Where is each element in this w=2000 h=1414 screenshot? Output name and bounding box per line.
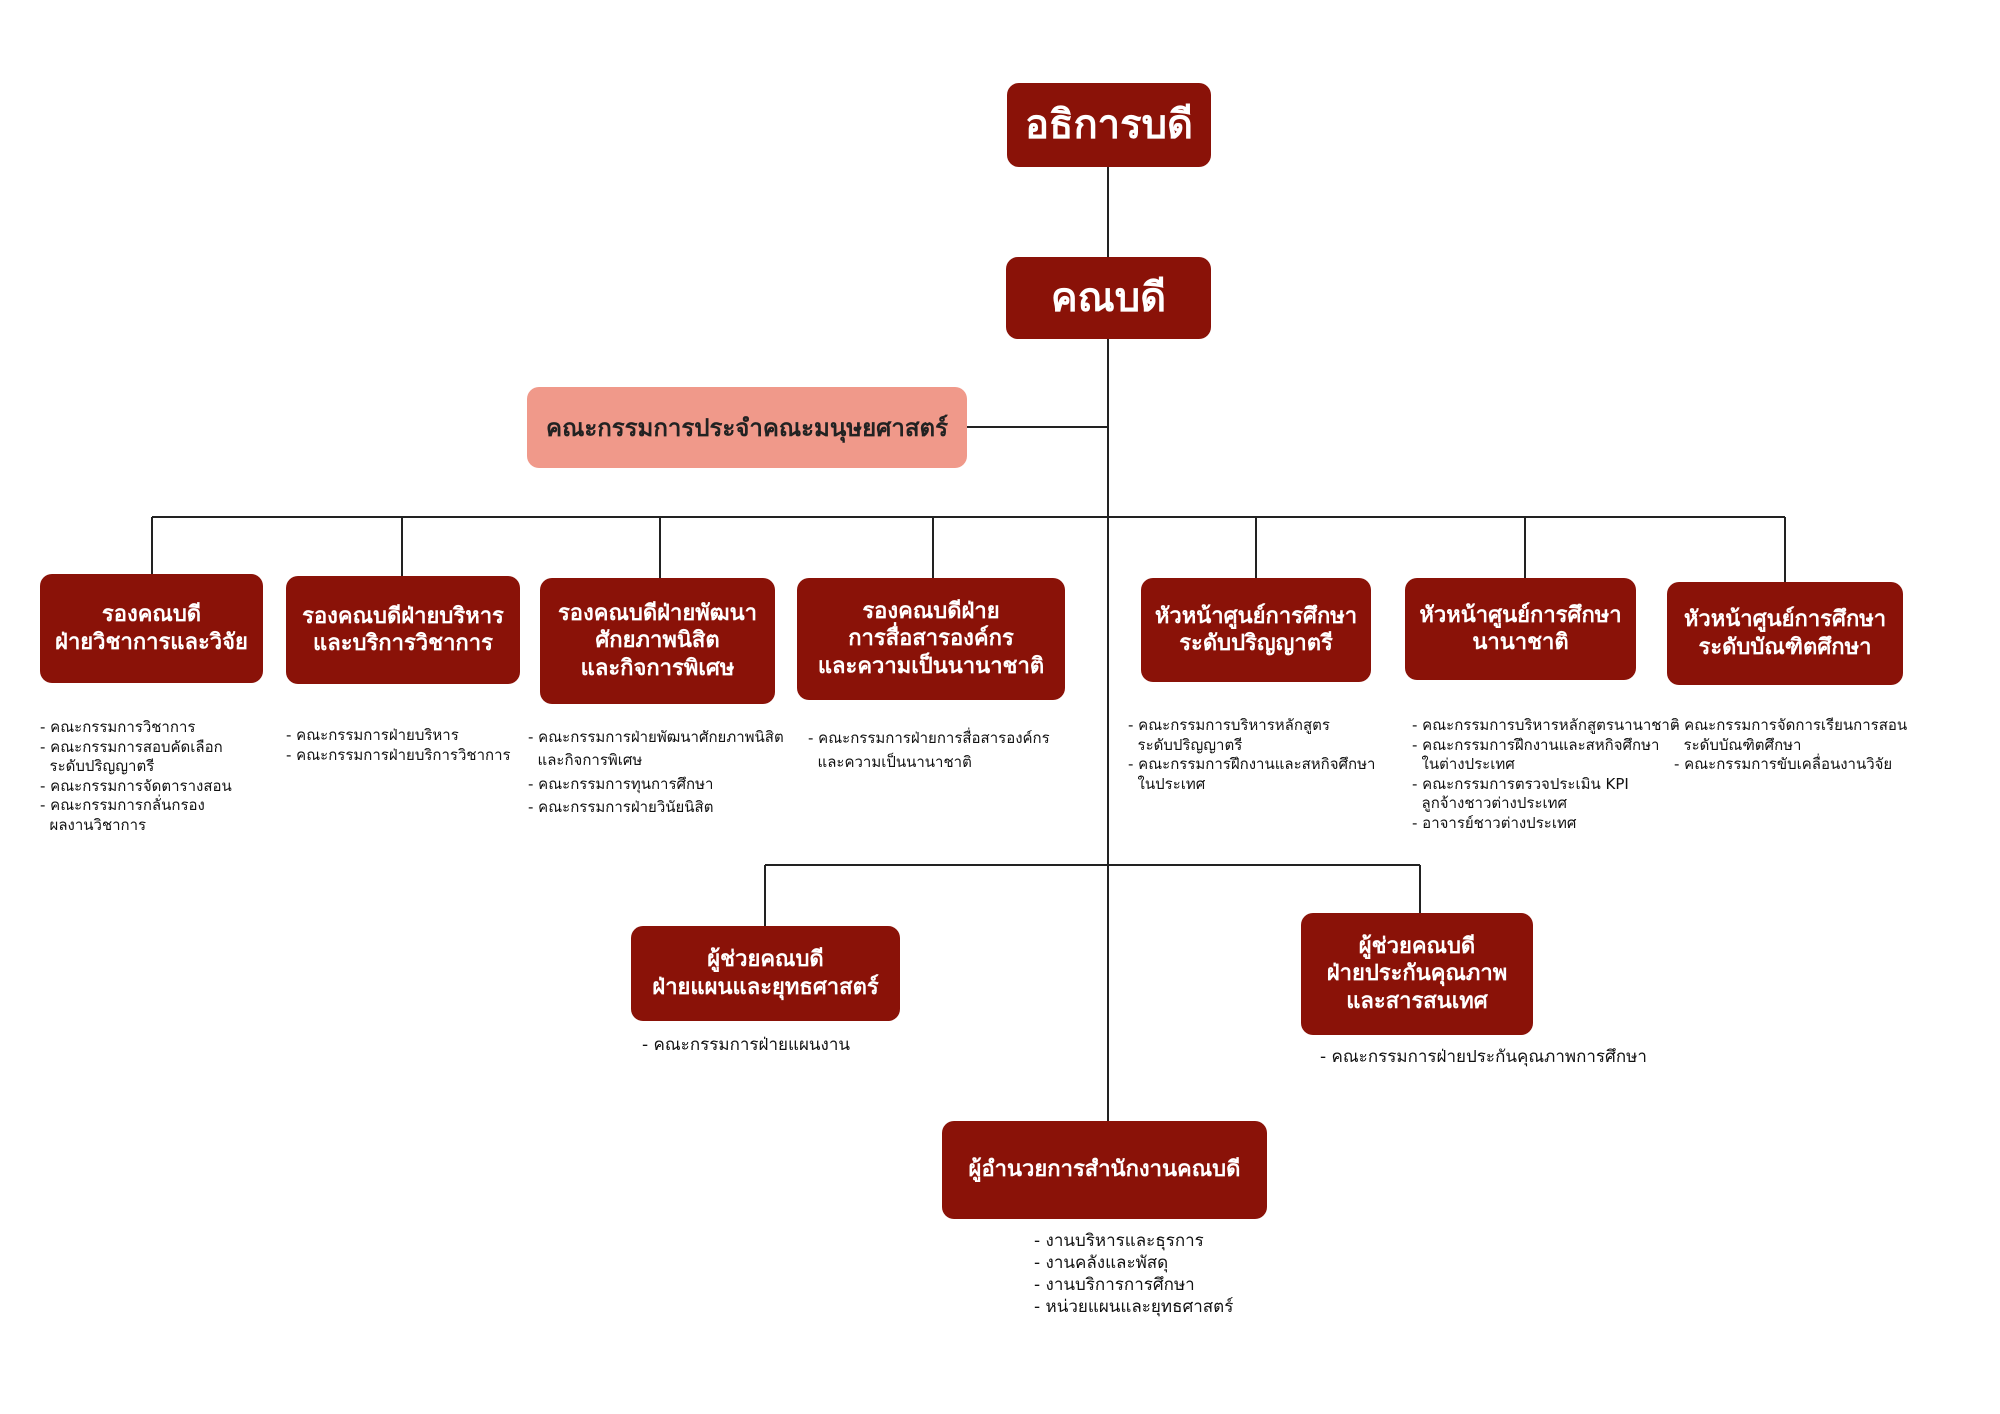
committee-item: ในต่างประเทศ bbox=[1412, 755, 1515, 773]
office-director-label: ผู้อำนวยการสำนักงานคณบดี bbox=[968, 1157, 1241, 1183]
assistant-title-line: และสารสนเทศ bbox=[1346, 988, 1488, 1014]
committee-item: - คณะกรรมการวิชาการ bbox=[40, 718, 196, 736]
committee-item: ในประเทศ bbox=[1128, 774, 1206, 793]
unit-title-line: หัวหน้าศูนย์การศึกษา bbox=[1683, 607, 1887, 632]
committee-item: - อาจารย์ชาวต่างประเทศ bbox=[1412, 813, 1577, 832]
dean-label: คณบดี bbox=[1050, 275, 1167, 321]
unit-undergraduate-center-committees: - คณะกรรมการบริหารหลักสูตร ระดับปริญญาตร… bbox=[1128, 716, 1375, 794]
assistant-title-line: ฝ่ายแผนและยุทธศาสตร์ bbox=[652, 974, 879, 1000]
committee-item: - คณะกรรมการทุนการศึกษา bbox=[528, 774, 714, 793]
dean-box[interactable]: คณบดี bbox=[1006, 257, 1211, 339]
office-unit-item: - งานบริหารและธุรการ bbox=[1034, 1231, 1204, 1251]
unit-title-line: รองคณบดีฝ่ายพัฒนา bbox=[557, 600, 758, 626]
unit-title-line: รองคณบดีฝ่าย bbox=[862, 598, 1000, 624]
unit-communication-international-committees: - คณะกรรมการฝ่ายการสื่อสารองค์กร และความ… bbox=[808, 726, 1050, 774]
faculty-board-label: คณะกรรมการประจำคณะมนุษยศาสตร์ bbox=[546, 413, 948, 442]
assistant-title-line: ฝ่ายประกันคุณภาพ bbox=[1326, 961, 1508, 987]
unit-title-line: ฝ่ายวิชาการและวิจัย bbox=[55, 629, 248, 655]
committee-item: ระดับปริญญาตรี bbox=[1128, 735, 1243, 754]
committee-item: และความเป็นนานาชาติ bbox=[808, 753, 972, 771]
office-unit-item: - งานคลังและพัสดุ bbox=[1034, 1253, 1169, 1274]
unit-title-line: การสื่อสารองค์กร bbox=[848, 626, 1014, 652]
office-unit-item: - งานบริการการศึกษา bbox=[1034, 1275, 1195, 1296]
committee-item: - คณะกรรมการฝ่ายการสื่อสารองค์กร bbox=[808, 729, 1050, 747]
unit-communication-international[interactable]: รองคณบดีฝ่าย การสื่อสารองค์กร และความเป็… bbox=[797, 578, 1065, 700]
unit-title-line: และกิจการพิเศษ bbox=[580, 655, 735, 681]
unit-graduate-center-committees: - คณะกรรมการจัดการเรียนการสอน ระดับบัณฑิ… bbox=[1674, 716, 1907, 775]
unit-title-line: หัวหน้าศูนย์การศึกษา bbox=[1154, 603, 1358, 629]
unit-title-line: รองคณบดี bbox=[101, 602, 202, 627]
unit-student-development-committees: - คณะกรรมการฝ่ายพัฒนาศักยภาพนิสิต และกิจ… bbox=[528, 726, 784, 819]
assistant-planning-strategy-committees: - คณะกรรมการฝ่ายแผนงาน bbox=[642, 1034, 850, 1056]
committee-item: - คณะกรรมการฝ่ายบริการวิชาการ bbox=[286, 745, 511, 764]
unit-graduate-center[interactable]: หัวหน้าศูนย์การศึกษา ระดับบัณฑิตศึกษา bbox=[1667, 582, 1903, 685]
committee-item: - คณะกรรมการจัดตารางสอน bbox=[40, 776, 232, 795]
committee-item: และกิจการพิเศษ bbox=[528, 751, 643, 770]
unit-title-line: และความเป็นนานาชาติ bbox=[817, 653, 1045, 679]
unit-title-line: นานาชาติ bbox=[1472, 630, 1569, 655]
committee-item: - คณะกรรมการสอบคัดเลือก bbox=[40, 737, 223, 756]
office-director-units: - งานบริหารและธุรการ - งานคลังและพัสดุ -… bbox=[1034, 1230, 1233, 1318]
committee-item: - คณะกรรมการฝ่ายพัฒนาศักยภาพนิสิต bbox=[528, 728, 784, 746]
committee-item: - คณะกรรมการฝ่ายประกันคุณภาพการศึกษา bbox=[1320, 1047, 1647, 1067]
unit-title-line: และบริการวิชาการ bbox=[313, 631, 493, 656]
committee-item: - คณะกรรมการฝ่ายบริหาร bbox=[286, 726, 459, 744]
committee-item: - คณะกรรมการบริหารหลักสูตรนานาชาติ bbox=[1412, 716, 1680, 734]
assistant-title-line: ผู้ช่วยคณบดี bbox=[707, 947, 824, 972]
committee-item: - คณะกรรมการฝึกงานและสหกิจศึกษา bbox=[1128, 755, 1376, 773]
committee-item: ผลงานวิชาการ bbox=[40, 815, 147, 834]
committee-item: - คณะกรรมการกลั่นกรอง bbox=[40, 796, 205, 814]
committee-item: - คณะกรรมการฝึกงานและสหกิจศึกษา bbox=[1412, 735, 1660, 754]
unit-title-line: ระดับบัณฑิตศึกษา bbox=[1698, 634, 1872, 660]
unit-academic-research[interactable]: รองคณบดี ฝ่ายวิชาการและวิจัย bbox=[40, 574, 263, 683]
committee-item: - คณะกรรมการบริหารหลักสูตร bbox=[1128, 716, 1330, 734]
assistant-quality-information[interactable]: ผู้ช่วยคณบดี ฝ่ายประกันคุณภาพ และสารสนเท… bbox=[1301, 913, 1533, 1035]
office-director-box[interactable]: ผู้อำนวยการสำนักงานคณบดี bbox=[942, 1121, 1267, 1219]
committee-item: ระดับบัณฑิตศึกษา bbox=[1674, 735, 1802, 754]
assistant-title-line: ผู้ช่วยคณบดี bbox=[1358, 933, 1476, 959]
committee-item: - คณะกรรมการจัดการเรียนการสอน bbox=[1674, 716, 1908, 734]
unit-international-center-committees: - คณะกรรมการบริหารหลักสูตรนานาชาติ - คณะ… bbox=[1412, 716, 1680, 833]
committee-item: ลูกจ้างชาวต่างประเทศ bbox=[1412, 794, 1568, 812]
committee-item: ระดับปริญญาตรี bbox=[40, 757, 155, 775]
unit-title-line: หัวหน้าศูนย์การศึกษา bbox=[1419, 602, 1622, 628]
president-label: อธิการบดี bbox=[1025, 102, 1193, 148]
unit-title-line: ระดับปริญญาตรี bbox=[1179, 631, 1333, 656]
unit-student-development[interactable]: รองคณบดีฝ่ายพัฒนา ศักยภาพนิสิต และกิจการ… bbox=[540, 578, 775, 704]
committee-item: - คณะกรรมการขับเคลื่อนงานวิจัย bbox=[1674, 755, 1893, 773]
unit-undergraduate-center[interactable]: หัวหน้าศูนย์การศึกษา ระดับปริญญาตรี bbox=[1141, 578, 1371, 682]
unit-title-line: รองคณบดีฝ่ายบริหาร bbox=[302, 603, 504, 629]
office-unit-item: - หน่วยแผนและยุทธศาสตร์ bbox=[1034, 1297, 1234, 1318]
committee-item: - คณะกรรมการฝ่ายแผนงาน bbox=[642, 1035, 851, 1055]
unit-administration-services[interactable]: รองคณบดีฝ่ายบริหาร และบริการวิชาการ bbox=[286, 576, 520, 684]
assistant-planning-strategy[interactable]: ผู้ช่วยคณบดี ฝ่ายแผนและยุทธศาสตร์ bbox=[631, 926, 900, 1021]
president-box[interactable]: อธิการบดี bbox=[1007, 83, 1211, 167]
assistant-quality-information-committees: - คณะกรรมการฝ่ายประกันคุณภาพการศึกษา bbox=[1320, 1046, 1647, 1068]
unit-administration-services-committees: - คณะกรรมการฝ่ายบริหาร - คณะกรรมการฝ่ายบ… bbox=[286, 726, 511, 765]
unit-academic-research-committees: - คณะกรรมการวิชาการ - คณะกรรมการสอบคัดเล… bbox=[40, 718, 232, 835]
unit-international-center[interactable]: หัวหน้าศูนย์การศึกษา นานาชาติ bbox=[1405, 578, 1636, 680]
committee-item: - คณะกรรมการฝ่ายวินัยนิสิต bbox=[528, 797, 714, 816]
committee-item: - คณะกรรมการตรวจประเมิน KPI bbox=[1412, 774, 1629, 793]
unit-title-line: ศักยภาพนิสิต bbox=[595, 628, 720, 654]
faculty-board-box[interactable]: คณะกรรมการประจำคณะมนุษยศาสตร์ bbox=[527, 387, 967, 468]
